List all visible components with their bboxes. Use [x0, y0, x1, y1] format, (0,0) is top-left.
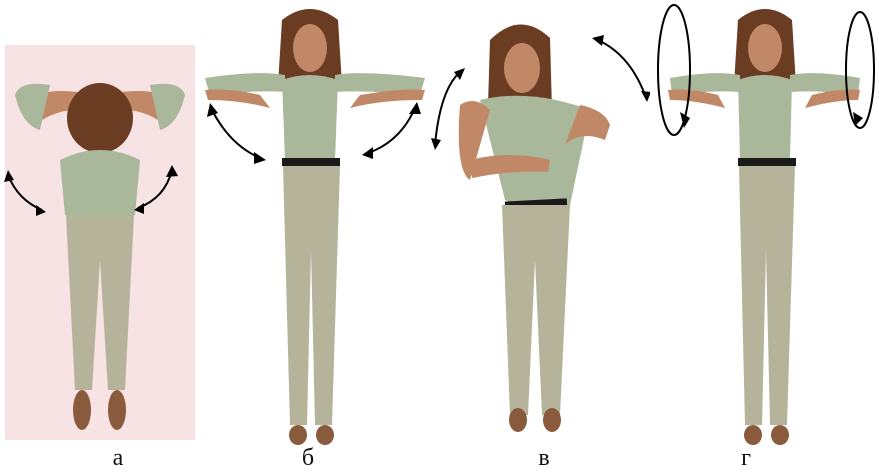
figure-g-illustration — [650, 0, 879, 473]
motion-arrow-left — [212, 110, 260, 158]
panel-g-label: г — [736, 445, 756, 473]
figure-a-illustration — [0, 0, 200, 473]
panel-a: а — [0, 0, 200, 473]
figure-b-illustration — [200, 0, 430, 473]
motion-arrow-left — [435, 72, 460, 145]
panel-g: г — [650, 0, 879, 473]
panel-v-label: в — [534, 445, 554, 473]
panel-v: в — [430, 0, 650, 473]
panel-b-label: б — [298, 445, 318, 473]
panel-b: б — [200, 0, 430, 473]
figure-v-illustration — [430, 0, 650, 473]
motion-arrow-right — [368, 108, 415, 153]
motion-arrow-right — [598, 40, 645, 95]
rotation-arrow-right — [846, 12, 874, 128]
panel-a-label: а — [108, 445, 128, 473]
